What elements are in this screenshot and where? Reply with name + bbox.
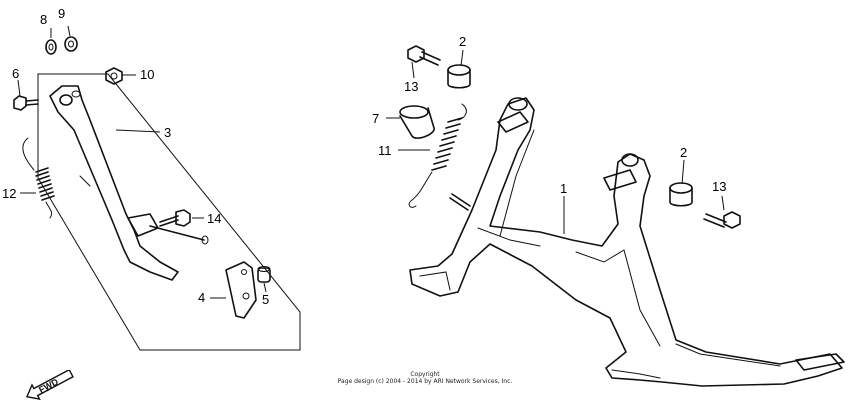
copyright-line-1: Copyright	[410, 371, 440, 378]
bolt-14	[159, 209, 191, 227]
collar-2-upper	[447, 64, 471, 89]
part-number-10: 9	[58, 6, 65, 21]
part-number-11: 11	[378, 143, 392, 158]
part-number-4: 4	[198, 290, 205, 305]
part-number-12: 12	[2, 186, 16, 201]
part-number-6: 6	[12, 66, 19, 81]
main-stand-1	[409, 97, 845, 387]
bolt-6	[13, 95, 39, 111]
collar-2-right	[669, 182, 693, 207]
washer-9	[45, 39, 57, 55]
part-number-5: 5	[262, 292, 269, 307]
stand-pin	[449, 193, 471, 211]
spring-11	[408, 103, 467, 208]
leader-lines	[17, 25, 725, 299]
part-number-2-right: 2	[680, 145, 687, 160]
part-number-14: 14	[207, 211, 221, 226]
bolt-13-right	[703, 211, 741, 229]
side-stand-3	[49, 85, 209, 281]
spring-12	[22, 137, 55, 219]
bolt-13-upper	[407, 45, 441, 66]
copyright-line-2: Page design (c) 2004 - 2014 by ARI Netwo…	[337, 378, 513, 385]
part-number-1: 1	[560, 181, 567, 196]
part-number-13-right: 13	[712, 179, 726, 194]
part-number-8: 10	[140, 67, 154, 82]
part-number-7: 7	[372, 111, 379, 126]
part-number-13-upper: 13	[404, 79, 418, 94]
washer-10	[64, 36, 78, 52]
part-number-2-upper: 2	[459, 34, 466, 49]
collar-7	[399, 105, 435, 139]
part-number-3: 3	[164, 125, 171, 140]
fwd-arrow-icon: FWD	[25, 370, 74, 400]
rubber-stop-4	[225, 261, 257, 319]
part-number-9: 8	[40, 12, 47, 27]
side-stand-group-outline	[37, 73, 301, 351]
collar-5	[257, 266, 271, 283]
nut-8	[105, 67, 123, 85]
